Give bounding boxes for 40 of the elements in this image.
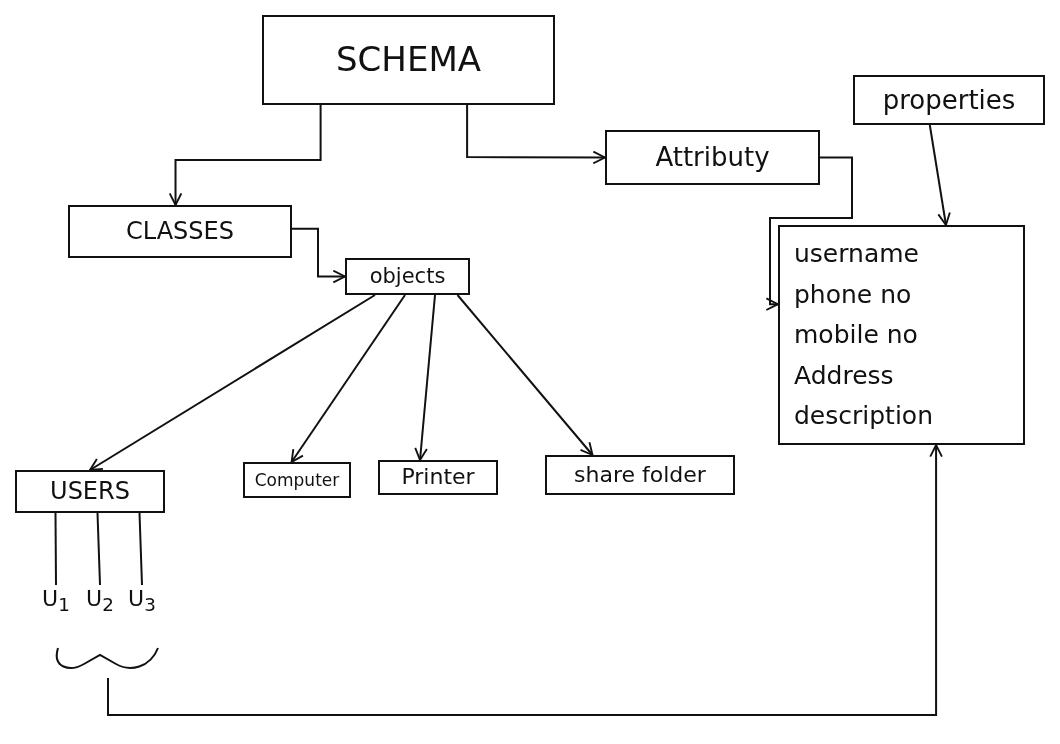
arrow [928, 124, 951, 226]
attribute-list-box [778, 225, 1025, 445]
box-label: Computer [254, 470, 340, 490]
properties-box [853, 75, 1045, 125]
connector-line [96, 512, 101, 586]
connector-line [138, 512, 143, 586]
class-box [68, 205, 292, 258]
box-label: Attributy [655, 143, 770, 172]
arrow [168, 104, 322, 206]
box-label: SCHEMA [336, 41, 481, 79]
box-label: objects [369, 264, 446, 289]
object-box [345, 258, 470, 295]
attribute-text: username [794, 240, 919, 268]
box-label: properties [882, 85, 1016, 115]
object-type-box [545, 455, 735, 495]
arrow [89, 294, 376, 471]
object-type-box [243, 462, 351, 498]
object-type-box [15, 470, 165, 513]
user-label: U$_{1}$ [42, 586, 70, 616]
arrow [290, 294, 406, 463]
feedback-arrow [107, 444, 943, 716]
arrow [466, 104, 606, 165]
box-label: Printer [401, 465, 475, 490]
arrow [291, 227, 346, 284]
arrow [414, 294, 436, 461]
connector-line [54, 512, 57, 586]
attribute-box [605, 130, 820, 185]
arrow [765, 156, 853, 311]
attribute-text: mobile no [794, 321, 918, 349]
attribute-text: phone no [794, 280, 912, 309]
box-label: USERS [50, 478, 130, 505]
schema-box [262, 15, 555, 105]
object-type-box [378, 460, 498, 495]
box-label: CLASSES [126, 218, 234, 245]
attribute-text: description [794, 402, 933, 430]
attribute-text: Address [794, 361, 894, 390]
arrow [456, 294, 594, 456]
user-label: U$_{3}$ [128, 586, 156, 616]
user-label: U$_{2}$ [86, 586, 114, 616]
box-label: share folder [574, 462, 706, 488]
